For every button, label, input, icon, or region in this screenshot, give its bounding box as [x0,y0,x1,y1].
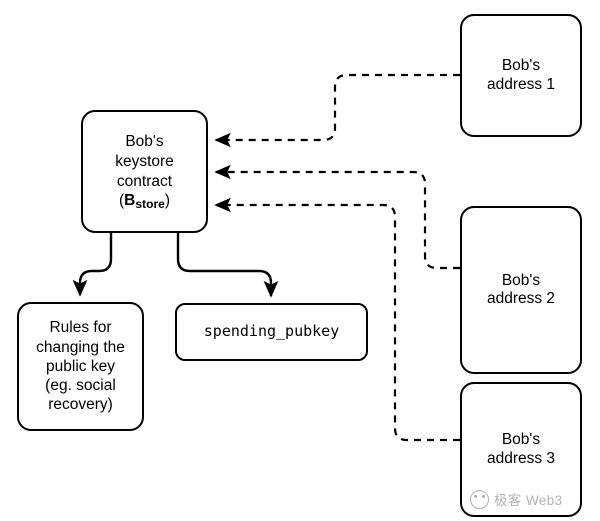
symbol-base: B [124,192,136,210]
edge-keystore-to-spending-pubkey [176,233,279,298]
node-bob-address-2[interactable]: Bob's address 2 [460,206,582,374]
node-spending-pubkey[interactable]: spending_pubkey [175,303,368,361]
node-address3-label: Bob's address 3 [486,431,556,467]
node-key-change-rules[interactable]: Rules for changing the public key (eg. s… [17,302,144,431]
node-rules-label: Rules for changing the public key (eg. s… [36,319,125,414]
node-keystore-line2: keystore [115,152,174,170]
node-bob-address-3[interactable]: Bob's address 3 [460,382,582,517]
node-address1-label: Bob's address 1 [486,57,556,93]
edge-keystore-to-rules [72,233,113,297]
symbol-close-paren: ) [164,192,171,210]
symbol-subscript: store [135,197,165,212]
node-spending-pubkey-label: spending_pubkey [203,322,340,341]
edge-address1-to-keystore [214,73,460,148]
node-keystore-line3: contract [116,172,173,190]
symbol-open-paren: ( [118,192,125,210]
node-address2-label: Bob's address 2 [486,271,556,307]
node-keystore-line1: Bob's [125,133,164,151]
node-keystore-symbol: (Bstore) [118,192,171,212]
node-bob-address-1[interactable]: Bob's address 1 [460,14,582,137]
edge-address2-to-keystore [214,164,460,270]
